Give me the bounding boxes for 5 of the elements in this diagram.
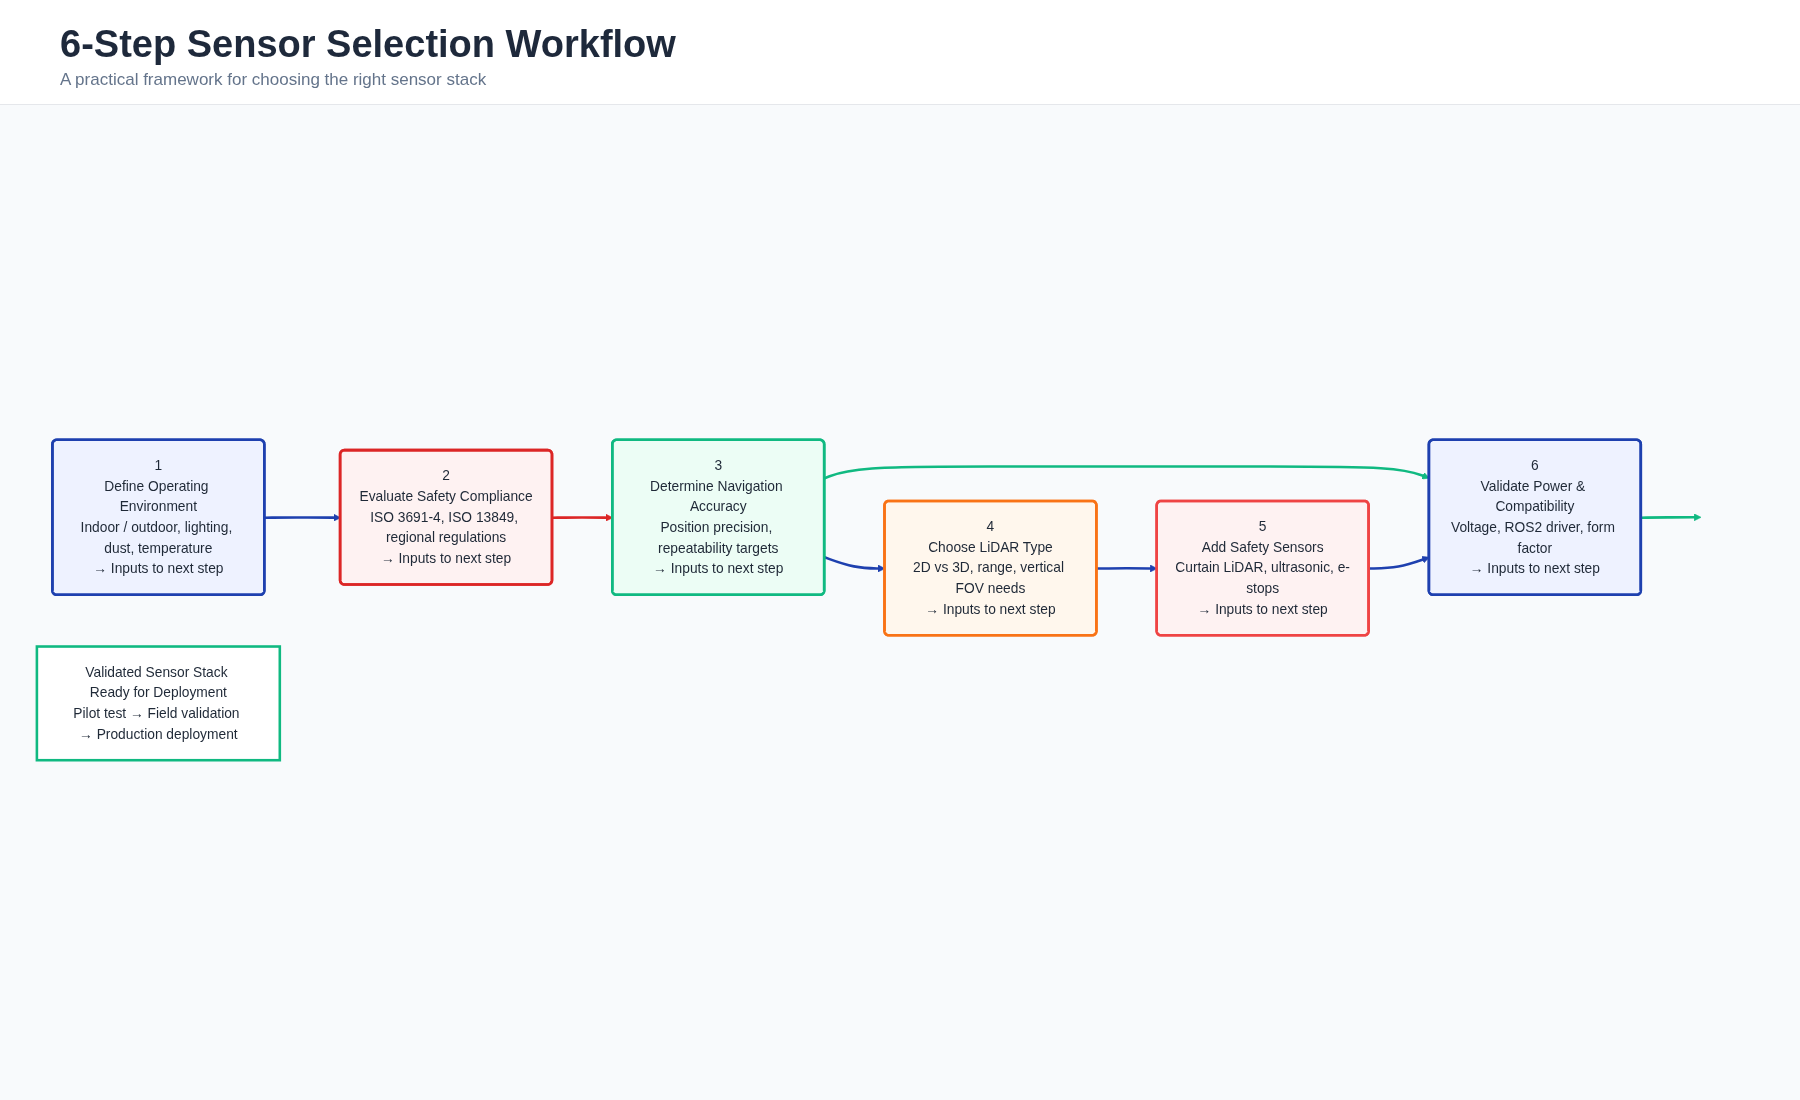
- node-box: Validated Sensor Stack Ready for Deployment Pilot test → Field validation → Production deployment: [35, 645, 282, 762]
- arrow: [1641, 513, 1702, 522]
- subtitle: A practical framework for choosing the right sensor stack: [60, 70, 487, 90]
- diagram-title: 6-Step Sensor Selection Workflow: [60, 22, 676, 66]
- arrow: [264, 513, 341, 522]
